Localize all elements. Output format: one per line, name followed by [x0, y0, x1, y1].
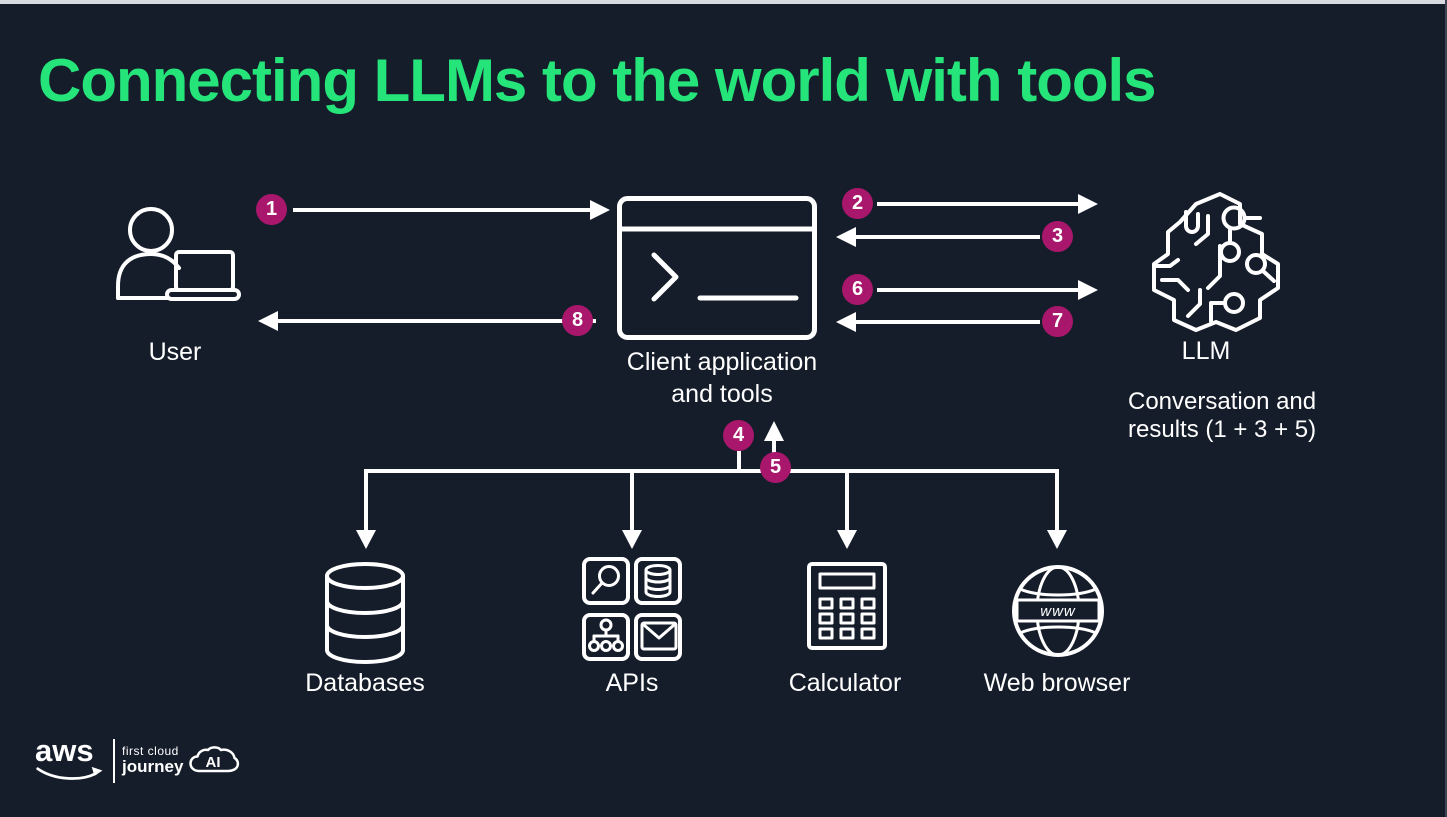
flow-badge-7: 7: [1042, 306, 1073, 337]
aws-smile-icon: [36, 766, 103, 780]
arrow-to-calculator: [837, 469, 857, 549]
arrow-to-web-browser: [1047, 469, 1067, 549]
arrow-7-llm-to-client: [836, 312, 1040, 332]
terminal-window-icon: [617, 196, 817, 340]
arrow-2-client-to-llm: [877, 194, 1098, 214]
flow-badge-8-number: 8: [571, 309, 584, 331]
tools-distribution-line: [366, 451, 1057, 473]
llm-caption-line1: Conversation and: [1128, 388, 1317, 415]
window-top-edge: [0, 0, 1447, 4]
database-icon: [325, 562, 405, 664]
llm-label: LLM: [1181, 337, 1231, 365]
arrow-6-client-to-llm: [877, 280, 1098, 300]
tool-label-web-browser: Web browser: [983, 669, 1131, 697]
web-browser-globe-icon: www: [1012, 565, 1104, 657]
envelope-icon: [640, 621, 678, 651]
database-mini-icon: [644, 564, 672, 598]
slide-title: Connecting LLMs to the world with tools: [38, 47, 1157, 114]
llm-brain-icon: [1152, 192, 1280, 332]
window-right-edge: [1445, 0, 1447, 817]
program-line1: first cloud: [122, 744, 179, 758]
arrow-to-databases: [356, 469, 376, 549]
flow-badge-5: 5: [760, 452, 791, 483]
flow-badge-2: 2: [842, 188, 873, 219]
ai-cloud-badge-icon: AI: [189, 746, 240, 773]
client-label-line1: Client application: [626, 348, 818, 376]
tool-label-apis: APIs: [605, 669, 659, 697]
api-grid-icon: [582, 557, 682, 661]
www-banner-text: www: [1040, 603, 1076, 620]
llm-caption-line2: results (1 + 3 + 5): [1128, 416, 1317, 443]
flow-badge-4: 4: [723, 420, 754, 451]
flow-badge-6-number: 6: [851, 278, 864, 300]
tool-label-databases: Databases: [305, 669, 425, 697]
arrow-8-client-to-user: [258, 311, 596, 331]
flow-badge-2-number: 2: [851, 192, 864, 214]
aws-logo-text: aws: [35, 733, 94, 768]
flow-badge-3-number: 3: [1051, 225, 1064, 247]
flow-badge-6: 6: [842, 274, 873, 305]
flow-badge-4-number: 4: [732, 424, 745, 446]
flow-badge-5-number: 5: [769, 456, 782, 478]
sitemap-icon: [588, 618, 624, 652]
program-line2: journey: [122, 757, 184, 776]
aws-first-cloud-journey-logo: aws first cloud journey AI: [35, 733, 240, 784]
logo-divider: [113, 739, 115, 783]
flow-badge-8: 8: [562, 305, 593, 336]
arrow-1-user-to-client: [293, 200, 610, 220]
ai-badge-text: AI: [206, 754, 221, 771]
calculator-icon: [807, 562, 887, 650]
arrow-3-llm-to-client: [836, 227, 1040, 247]
program-name: first cloud journey: [122, 739, 183, 775]
tool-label-calculator: Calculator: [788, 669, 902, 697]
user-laptop-icon: [116, 207, 241, 301]
client-label-line2: and tools: [671, 380, 773, 408]
aws-logo: aws: [35, 733, 109, 784]
user-label: User: [148, 338, 202, 366]
flow-badge-1: 1: [256, 194, 287, 225]
search-icon: [591, 565, 620, 595]
flow-badge-3: 3: [1042, 221, 1073, 252]
flow-badge-7-number: 7: [1051, 310, 1064, 332]
arrow-to-apis: [622, 469, 642, 549]
flow-badge-1-number: 1: [265, 198, 278, 220]
